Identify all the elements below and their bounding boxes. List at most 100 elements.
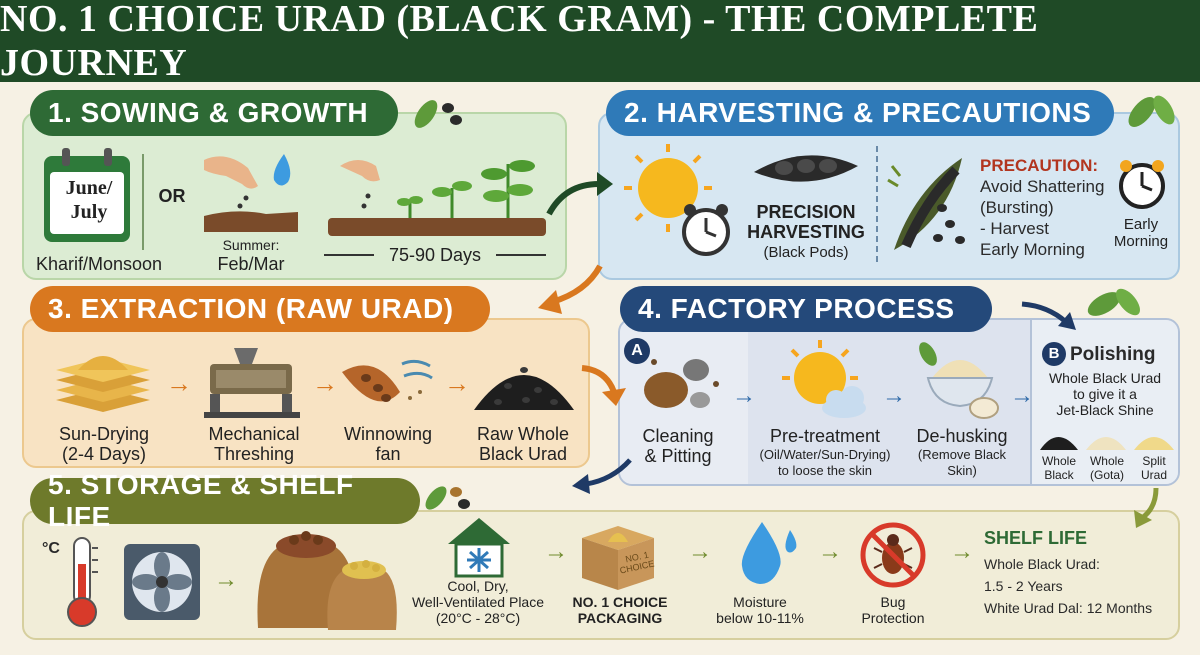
section-3-header: 3. EXTRACTION (RAW URAD)	[30, 286, 490, 332]
sun-drying-label: Sun-Drying	[58, 424, 150, 444]
cool-storage-house-icon	[448, 518, 510, 578]
or-label: OR	[158, 186, 186, 206]
dehusking-title: De-husking	[916, 426, 1008, 446]
dehusking-bowl-icon	[919, 342, 999, 419]
sun-drying-stack-icon	[56, 356, 150, 412]
packaging-label-1: NO. 1 CHOICE	[572, 594, 668, 610]
cool-label-2: Well-Ventilated Place	[411, 594, 545, 610]
raw-urad-label-2: Black Urad	[478, 444, 568, 464]
stones-dirt-icon	[644, 359, 719, 408]
sun-cloud-icon	[782, 340, 866, 418]
section-4-header: 4. FACTORY PROCESS	[620, 286, 992, 332]
early-label-1: Early	[1123, 216, 1159, 233]
shelf-life-line-2: 1.5 - 2 Years	[984, 578, 1063, 594]
arrow-right-icon: →	[166, 368, 192, 398]
precision-label-2: HARVESTING	[747, 222, 865, 242]
step-b-badge: B	[1042, 342, 1066, 366]
leaf-icon	[1128, 95, 1175, 127]
variant-gota-2: (Gota)	[1089, 468, 1124, 482]
shelf-life-line-3: White Urad Dal: 12 Months	[984, 600, 1153, 616]
black-pod-icon	[754, 155, 858, 182]
sun-drying-days: (2-4 Days)	[61, 444, 146, 464]
precaution-line-1: Avoid Shattering	[980, 177, 1105, 196]
threshing-machine-icon	[204, 348, 300, 418]
packaging-box-icon	[582, 526, 654, 590]
urad-variants-icon	[1040, 437, 1174, 450]
precaution-line-4: Early Morning	[980, 240, 1085, 259]
water-drop-icon	[741, 522, 797, 584]
shelf-life-line-1: Whole Black Urad:	[984, 556, 1100, 572]
leaf-seed-icon	[414, 100, 462, 128]
variant-gota-1: Whole	[1089, 454, 1124, 468]
no-bug-icon	[860, 522, 926, 588]
calendar-month-1: June/	[65, 177, 113, 199]
grain-sacks-icon	[257, 531, 397, 630]
summer-months: Feb/Mar	[217, 254, 285, 274]
calendar-icon	[44, 148, 130, 242]
shelf-life-title: SHELF LIFE	[984, 528, 1087, 548]
polishing-line-2: to give it a	[1073, 386, 1137, 402]
step-a-badge: A	[624, 338, 650, 364]
precision-label-3: (Black Pods)	[763, 244, 849, 261]
celsius-label: °C	[42, 540, 60, 557]
flow-arrow	[546, 172, 613, 216]
cleaning-label-1: Cleaning	[642, 426, 714, 446]
divider	[876, 146, 878, 262]
ventilation-fan-icon	[124, 544, 200, 620]
winnowing-pod-icon	[342, 359, 433, 402]
sun-alarm-clock-icon	[624, 144, 730, 256]
cool-label-3: (20°C - 28°C)	[435, 610, 521, 626]
dehusking-line-1: (Remove Black	[917, 447, 1007, 462]
threshing-label-1: Mechanical	[208, 424, 300, 444]
polishing-line-1: Whole Black Urad	[1048, 370, 1162, 386]
arrow-right-icon: →	[688, 538, 712, 565]
shattering-pod-icon	[887, 158, 965, 250]
arrow-right-icon: →	[732, 382, 756, 409]
thermometer-icon	[67, 537, 98, 627]
page-title: NO. 1 CHOICE URAD (BLACK GRAM) - THE COM…	[0, 0, 1039, 84]
arrow-right-icon: →	[544, 538, 568, 565]
pretreatment-line-1: (Oil/Water/Sun-Drying)	[759, 447, 891, 462]
packaging-label-2: PACKAGING	[577, 610, 663, 626]
arrow-right-icon: →	[950, 538, 974, 565]
cool-label-1: Cool, Dry,	[447, 578, 509, 594]
arrow-right-icon: →	[818, 538, 842, 565]
precision-label-1: PRECISION	[756, 202, 856, 222]
winnowing-label-2: fan	[375, 444, 401, 464]
moisture-label-2: below 10-11%	[716, 610, 804, 626]
pretreatment-line-2: to loose the skin	[778, 463, 872, 478]
flow-arrow	[538, 264, 603, 314]
arrow-right-icon: →	[312, 368, 338, 398]
moisture-label-1: Moisture	[733, 594, 787, 610]
cleaning-label-2: & Pitting	[644, 446, 712, 466]
arrow-right-icon: →	[444, 368, 470, 398]
precaution-line-2: (Bursting)	[980, 198, 1054, 217]
flow-arrow	[1021, 301, 1076, 330]
bug-label-1: Bug	[880, 594, 906, 610]
variant-split-2: Urad	[1140, 468, 1167, 482]
kharif-label: Kharif/Monsoon	[35, 254, 163, 274]
dehusking-line-2: Skin)	[947, 463, 977, 478]
seed-growth-stages-icon	[328, 160, 546, 236]
precaution-line-3: - Harvest	[980, 219, 1049, 238]
section-2-header: 2. HARVESTING & PRECAUTIONS	[606, 90, 1114, 136]
threshing-label-2: Threshing	[213, 444, 295, 464]
section-1-header: 1. SOWING & GROWTH	[30, 90, 398, 136]
summer-label: Summer:	[222, 237, 280, 253]
polishing-line-3: Jet-Black Shine	[1056, 402, 1154, 418]
variant-split-1: Split	[1142, 454, 1166, 468]
days-label: 75-90 Days	[374, 245, 496, 265]
leaf-seed-icon	[425, 486, 470, 510]
polishing-title: Polishing	[1070, 344, 1156, 365]
divider	[142, 154, 144, 250]
bug-label-2: Protection	[861, 610, 925, 626]
variant-whole-black-1: Whole	[1041, 454, 1076, 468]
flow-arrow	[1134, 487, 1159, 528]
winnowing-label-1: Winnowing	[343, 424, 433, 444]
variant-whole-black-2: Black	[1044, 468, 1074, 482]
section-5-header: 5. STORAGE & SHELF LIFE	[30, 469, 420, 532]
pretreatment-title: Pre-treatment	[769, 426, 881, 446]
arrow-right-icon: →	[882, 382, 906, 409]
flow-arrow	[581, 365, 626, 406]
flow-arrow	[572, 458, 632, 494]
